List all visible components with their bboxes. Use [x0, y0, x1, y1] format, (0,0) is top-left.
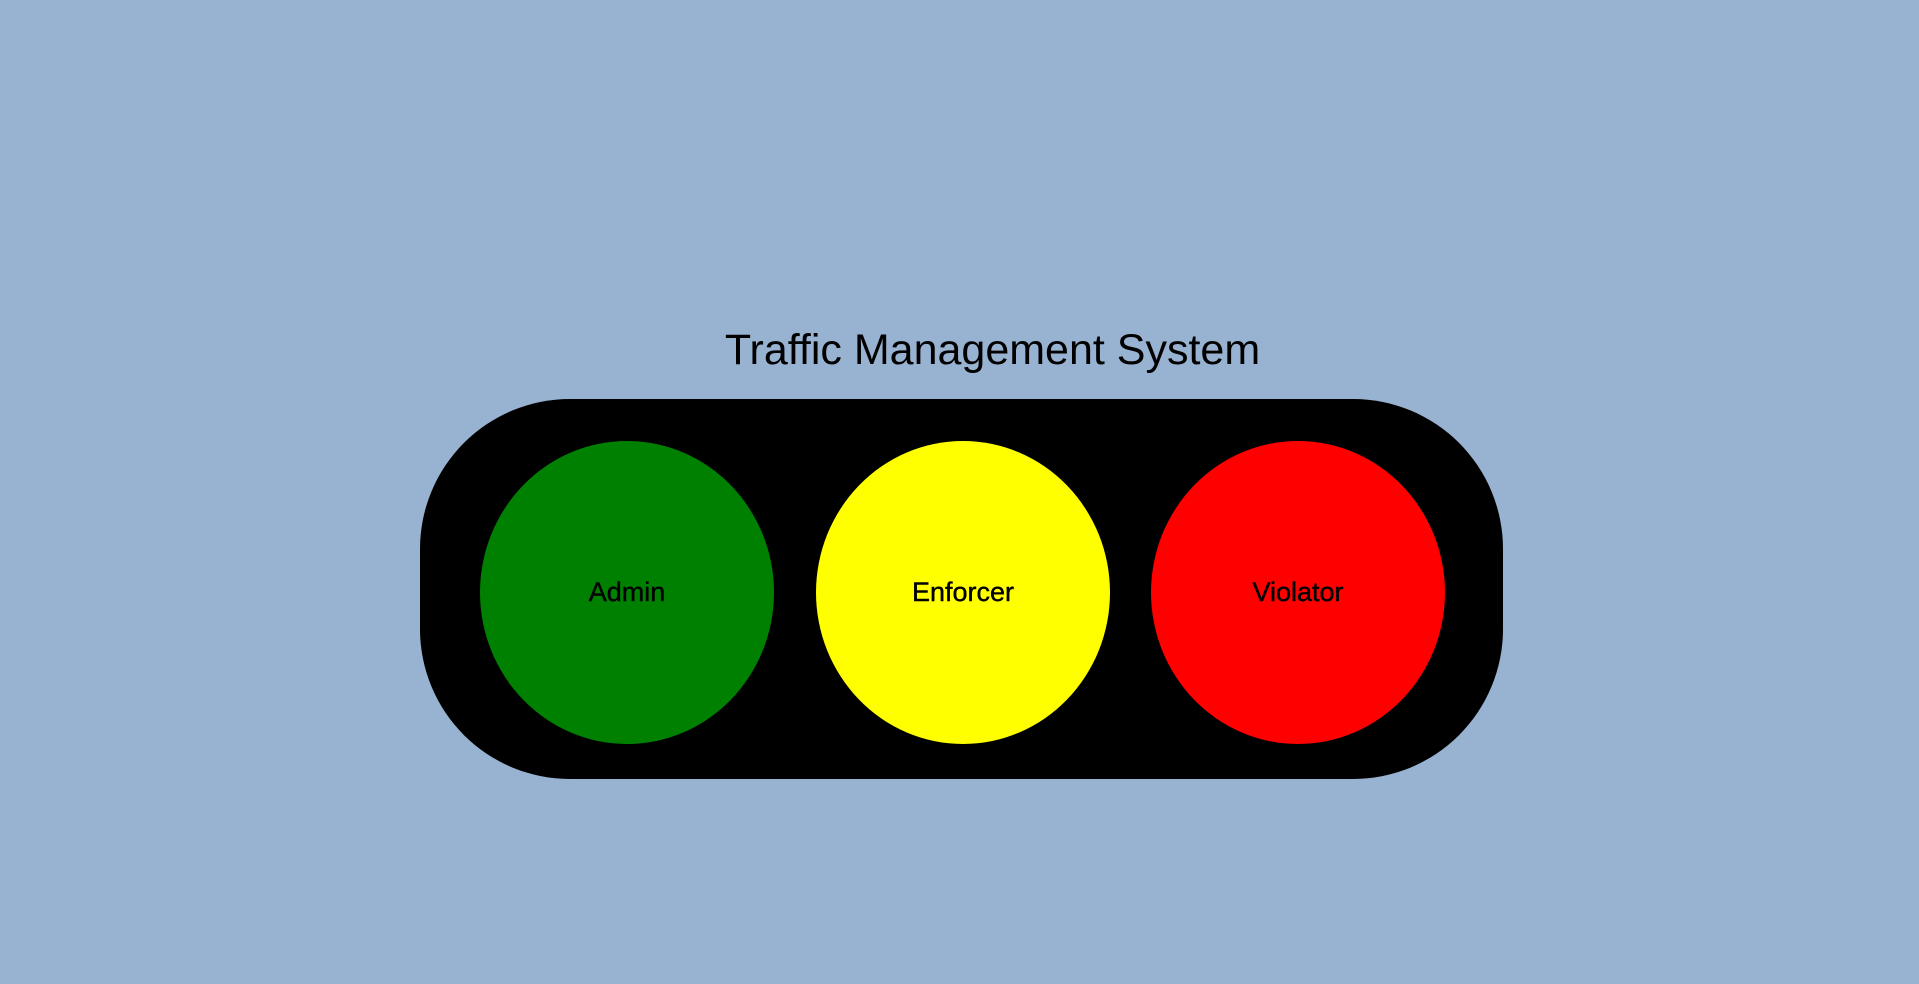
enforcer-button[interactable]: Enforcer	[816, 441, 1110, 744]
violator-button[interactable]: Violator	[1151, 441, 1445, 744]
page-title: Traffic Management System	[724, 326, 1261, 374]
admin-button[interactable]: Admin	[480, 441, 774, 744]
